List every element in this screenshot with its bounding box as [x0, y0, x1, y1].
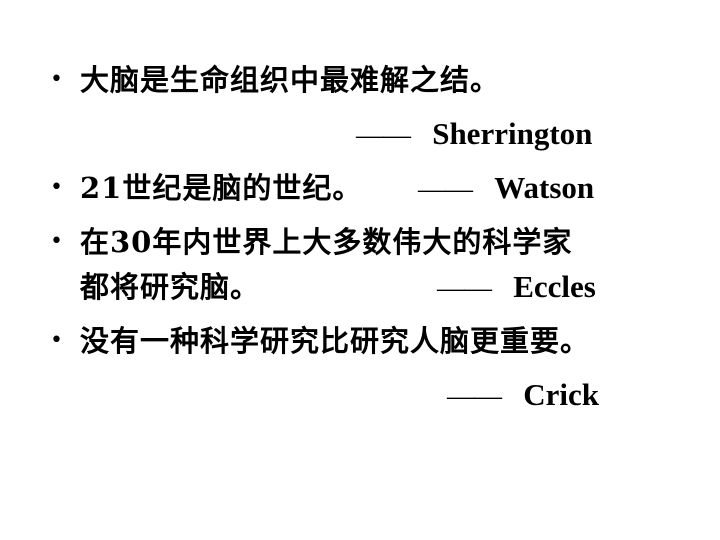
quote-2-dash: ——	[418, 174, 473, 205]
quote-1-dash: ——	[356, 120, 411, 151]
quote-1-attribution: —— Sherrington	[356, 117, 592, 153]
quote-1-author: Sherrington	[432, 116, 593, 151]
bullet-4: •	[50, 328, 63, 353]
quote-2-text: 21世纪是脑的世纪。	[80, 171, 363, 205]
quote-4-dash: ——	[447, 381, 502, 412]
bullet-2: •	[50, 175, 63, 200]
quote-1-text: 大脑是生命组织中最难解之结。	[80, 63, 501, 97]
quote-3-dash: ——	[437, 273, 492, 304]
bullet-3: •	[50, 229, 63, 254]
quote-3-text-line-2: 都将研究脑。	[80, 270, 261, 304]
quote-2-attribution: —— Watson	[418, 171, 594, 207]
quote-3-text-line-1: 在30年内世界上大多数伟大的科学家	[80, 225, 573, 259]
quote-4-author: Crick	[523, 377, 599, 412]
bullet-1: •	[50, 67, 63, 92]
quote-4-text: 没有一种科学研究比研究人脑更重要。	[80, 324, 591, 358]
quote-3-author: Eccles	[513, 269, 596, 304]
quote-3-attribution: —— Eccles	[437, 270, 596, 306]
quote-2-author: Watson	[494, 170, 595, 205]
quote-4-attribution: —— Crick	[447, 378, 599, 414]
